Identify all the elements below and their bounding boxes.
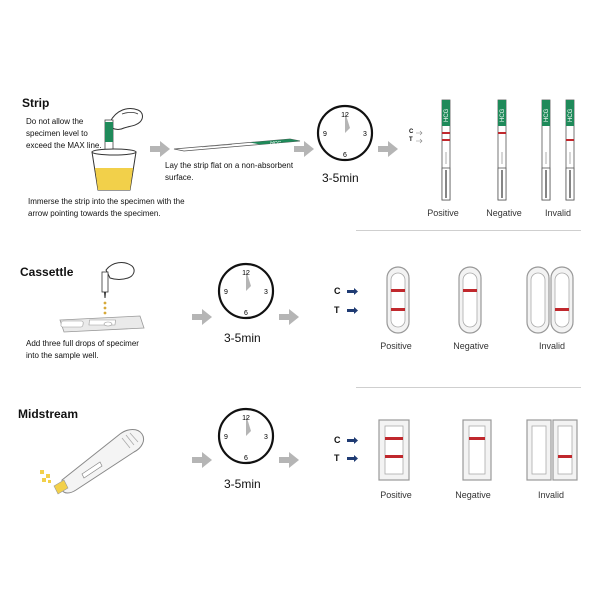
strip-step1-bottom-line1: Immerse the strip into the specimen with… — [28, 197, 185, 206]
clock-num-12: 12 — [242, 415, 250, 422]
strip-section-title: Strip — [22, 96, 50, 110]
strip-step1-line2: specimen level to — [26, 129, 88, 138]
cassette-section-title: Cassettle — [20, 265, 74, 279]
cassette-instruction-text: Add three full drops of specimer into th… — [26, 338, 139, 362]
flow-arrow-icon — [279, 452, 299, 468]
ct-arrow-icon — [347, 437, 358, 462]
strip-result-negative-label: Negative — [486, 208, 522, 218]
strip-result-positive-label: Positive — [427, 208, 459, 218]
flow-arrow-icon — [150, 141, 170, 157]
cassette-dropper-illustration — [59, 262, 145, 333]
midstream-positive — [378, 419, 410, 481]
ct-arrow-icon — [347, 288, 358, 314]
strip-step1-line3: exceed the MAX line. — [26, 141, 102, 150]
strip-c-label: C — [409, 129, 414, 135]
clock-num-3: 3 — [264, 434, 268, 441]
clock-num-12: 12 — [242, 270, 250, 277]
clock-num-3: 3 — [363, 131, 367, 138]
strip-positive: HCG — [441, 99, 451, 201]
strip-positive-brand: HCG — [444, 108, 450, 122]
flow-arrow-icon — [294, 141, 314, 157]
midstream-time-label: 3-5min — [224, 477, 261, 491]
strip-result-invalid-label: Invalid — [544, 208, 571, 218]
strip-results-illustration: HCG HCG HCG HCG — [441, 99, 575, 201]
strip-invalid-a: HCG — [541, 99, 551, 201]
cassette-negative — [458, 266, 482, 334]
flow-arrow-icon — [192, 452, 212, 468]
cassette-c-label: C — [334, 286, 341, 296]
clock-num-6: 6 — [343, 152, 347, 159]
cassette-result-negative-label: Negative — [453, 341, 489, 351]
cassette-positive — [386, 266, 410, 334]
flat-strip-brand: HCG — [270, 141, 281, 147]
strip-invalid-b-brand: HCG — [568, 108, 574, 122]
cassette-result-invalid-label: Invalid — [538, 341, 565, 351]
clock-num-6: 6 — [244, 455, 248, 462]
flow-arrow-icon — [279, 309, 299, 325]
cassette-invalid-b — [550, 266, 574, 334]
clock-num-9: 9 — [323, 131, 327, 138]
flow-arrow-icon — [192, 309, 212, 325]
section-divider — [356, 230, 581, 231]
timer-clock-icon: 12 3 6 9 — [316, 104, 374, 162]
cassette-t-label: T — [334, 305, 340, 315]
cassette-time-label: 3-5min — [224, 331, 261, 345]
midstream-t-label: T — [334, 453, 340, 463]
strip-negative: HCG — [497, 99, 507, 201]
clock-num-9: 9 — [224, 289, 228, 296]
cassette-invalid-a — [526, 266, 550, 334]
ct-arrow-icon — [416, 130, 423, 144]
cassette-results-illustration — [386, 266, 574, 334]
midstream-invalid-a — [526, 419, 552, 481]
midstream-result-invalid-label: Invalid — [537, 490, 564, 500]
clock-num-3: 3 — [264, 289, 268, 296]
strip-invalid-b: HCG — [565, 99, 575, 201]
strip-step2-text: Lay the strip flat on a non-absorbent su… — [165, 160, 293, 184]
strip-invalid-a-brand: HCG — [544, 108, 550, 122]
strip-step1-bottom-text: Immerse the strip into the specimen with… — [28, 196, 185, 220]
section-divider — [356, 387, 581, 388]
midstream-result-negative-label: Negative — [455, 490, 491, 500]
cup-with-strip-illustration — [91, 108, 143, 191]
midstream-invalid-b — [552, 419, 578, 481]
cassette-instruction-line1: Add three full drops of specimer — [26, 339, 139, 348]
midstream-section-title: Midstream — [18, 407, 79, 421]
cassette-result-positive-label: Positive — [380, 341, 412, 351]
strip-step1-text: Do not allow the specimen level to excee… — [26, 116, 102, 152]
strip-step1-bottom-line2: arrow pointing towards the specimen. — [28, 209, 161, 218]
midstream-results-illustration — [378, 419, 578, 481]
clock-num-6: 6 — [244, 310, 248, 317]
strip-time-label: 3-5min — [322, 171, 359, 185]
clock-num-9: 9 — [224, 434, 228, 441]
cassette-instruction-line2: into the sample well. — [26, 351, 99, 360]
strip-t-label: T — [409, 137, 413, 143]
flat-strip-illustration: HCG — [173, 138, 301, 152]
strip-step2-line2: surface. — [165, 173, 194, 182]
flow-arrow-icon — [378, 141, 398, 157]
strip-step1-line1: Do not allow the — [26, 117, 84, 126]
strip-negative-brand: HCG — [500, 108, 506, 122]
midstream-negative — [462, 419, 492, 481]
timer-clock-icon: 12 3 6 9 — [217, 262, 275, 320]
midstream-result-positive-label: Positive — [380, 490, 412, 500]
strip-step2-line1: Lay the strip flat on a non-absorbent — [165, 161, 294, 170]
clock-num-12: 12 — [341, 112, 349, 119]
midstream-c-label: C — [334, 435, 341, 445]
timer-clock-icon: 12 3 6 9 — [217, 407, 275, 465]
midstream-device-illustration — [40, 429, 145, 495]
